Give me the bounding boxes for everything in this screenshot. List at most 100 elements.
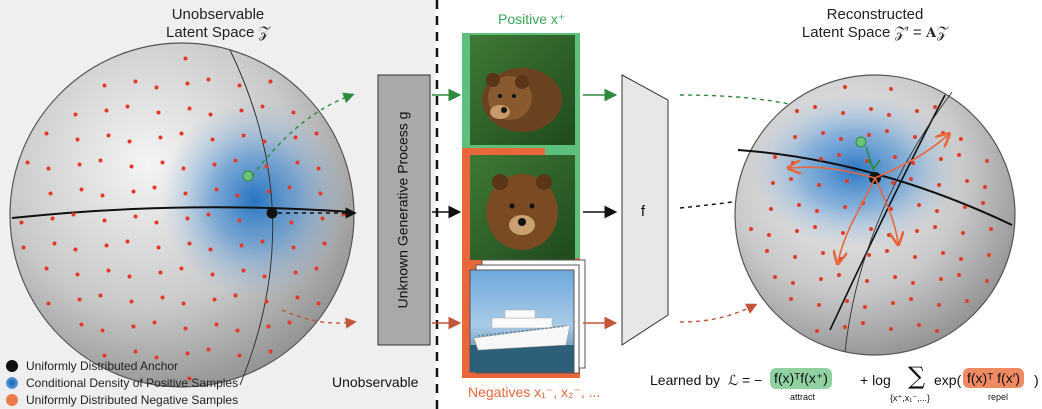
negative-sample-dot [983, 185, 987, 189]
negative-sample-dot [181, 301, 186, 306]
negative-sample-dot [50, 216, 55, 221]
negative-sample-dot [869, 227, 873, 231]
negative-sample-dot [239, 243, 244, 248]
negative-sample-dot [911, 281, 915, 285]
negative-sample-dot [235, 328, 240, 333]
negative-sample-dot [133, 349, 138, 354]
negative-sample-dot [262, 139, 267, 144]
negative-sample-dot [913, 135, 917, 139]
negative-sample-dot [241, 133, 246, 138]
negative-sample-dot [98, 158, 103, 163]
negative-sample-dot [21, 245, 26, 250]
negative-sample-dot [316, 166, 321, 171]
loss-attract-label: attract [790, 392, 816, 402]
negative-sample-dot [214, 322, 219, 327]
negative-sample-dot [152, 320, 157, 325]
loss-repel-label: repel [988, 392, 1009, 402]
negative-sample-dot [821, 131, 825, 135]
negative-sample-dot [939, 277, 943, 281]
negative-sample-dot [867, 253, 871, 257]
negative-sample-dot [131, 324, 136, 329]
negative-sample-dot [102, 83, 107, 88]
negative-sample-dot [939, 157, 943, 161]
negative-sample-dot [206, 347, 211, 352]
negative-sample-dot [845, 299, 849, 303]
negative-sample-dot [771, 181, 775, 185]
negative-sample-dot [179, 266, 184, 271]
negative-sample-dot [158, 135, 163, 140]
negative-sample-dot [911, 161, 915, 165]
anchor-point-left [266, 207, 278, 219]
negative-sample-dot [815, 329, 819, 333]
negative-sample-dot [867, 133, 871, 137]
negative-sample-dot [981, 201, 985, 205]
negative-sample-dot [817, 183, 821, 187]
negative-sample-dot [813, 225, 817, 229]
negative-sample-dot [208, 247, 213, 252]
loss-lhs: ℒ = − [728, 372, 763, 388]
negative-sample-dot [210, 137, 215, 142]
negative-sample-dot [206, 77, 211, 82]
legend-item-positive: Conditional Density of Positive Samples [6, 376, 238, 390]
repel-arrow-1 [790, 167, 876, 179]
loss-formula: Learned by ℒ = − f(x)ᵀf(x⁺) attract + lo… [650, 362, 1040, 406]
negative-samples-left [19, 56, 346, 381]
negative-sample-dot [869, 107, 873, 111]
negative-sample-dot [320, 216, 325, 221]
negative-sample-dot [937, 303, 941, 307]
negative-sample-dot [260, 104, 265, 109]
negative-sample-dot [863, 305, 867, 309]
negative-sample-dot [100, 193, 105, 198]
negative-sample-dot [237, 353, 242, 358]
negative-sample-dot [985, 159, 989, 163]
negative-sample-dot [106, 268, 111, 273]
negative-sample-dot [957, 273, 961, 277]
negative-samples-right [749, 85, 993, 333]
negative-sample-dot [791, 281, 795, 285]
negative-sample-dot [316, 301, 321, 306]
positive-bear-image [470, 35, 575, 145]
negative-sample-dot [46, 166, 51, 171]
negative-sample-dot [837, 153, 841, 157]
negative-sample-dot [941, 251, 945, 255]
negative-sample-dot [791, 161, 795, 165]
negative-sample-dot [963, 205, 967, 209]
negative-sample-dot [887, 233, 891, 237]
negative-sample-dot [266, 189, 271, 194]
negative-link-arrow-left [281, 309, 357, 329]
negative-sample-dot [287, 320, 292, 325]
negative-sample-dot [125, 239, 130, 244]
negative-sample-dot [208, 112, 213, 117]
negative-sample-dot [52, 241, 57, 246]
negative-sample-dot [821, 251, 825, 255]
negative-sample-dot [77, 162, 82, 167]
negative-sample-dot [917, 203, 921, 207]
attract-arrow-head [867, 159, 881, 170]
negative-sample-dot [98, 293, 103, 298]
negative-sample-dot [158, 270, 163, 275]
negative-sample-dot [885, 249, 889, 253]
negative-sample-dot [773, 275, 777, 279]
negative-sample-dot [813, 105, 817, 109]
negative-sample-dot [965, 179, 969, 183]
negative-sample-dot [129, 299, 134, 304]
negative-sample-dot [287, 185, 292, 190]
negative-sample-dot [837, 273, 841, 277]
negative-sample-dot [937, 183, 941, 187]
negative-sample-dot [185, 351, 190, 356]
negative-sample-dot [183, 326, 188, 331]
negative-images-label: Negatives x₁⁻, x₂⁻, ... [468, 384, 600, 400]
negative-sample-dot [25, 160, 30, 165]
negative-sample-dot [268, 79, 273, 84]
negative-sample-dot [885, 129, 889, 133]
negative-sample-dot [19, 220, 24, 225]
negative-sample-dot [104, 108, 109, 113]
negative-sample-dot [891, 301, 895, 305]
unobservable-divider-label: Unobservable [332, 374, 419, 390]
negative-sample-dot [233, 293, 238, 298]
right-title-line2: Latent Space 𝒵′ = 𝐀𝒵 [801, 24, 949, 41]
negative-sample-dot [915, 109, 919, 113]
positive-link-arrow-left [251, 92, 355, 177]
loss-exp-close: ) [1034, 372, 1039, 388]
